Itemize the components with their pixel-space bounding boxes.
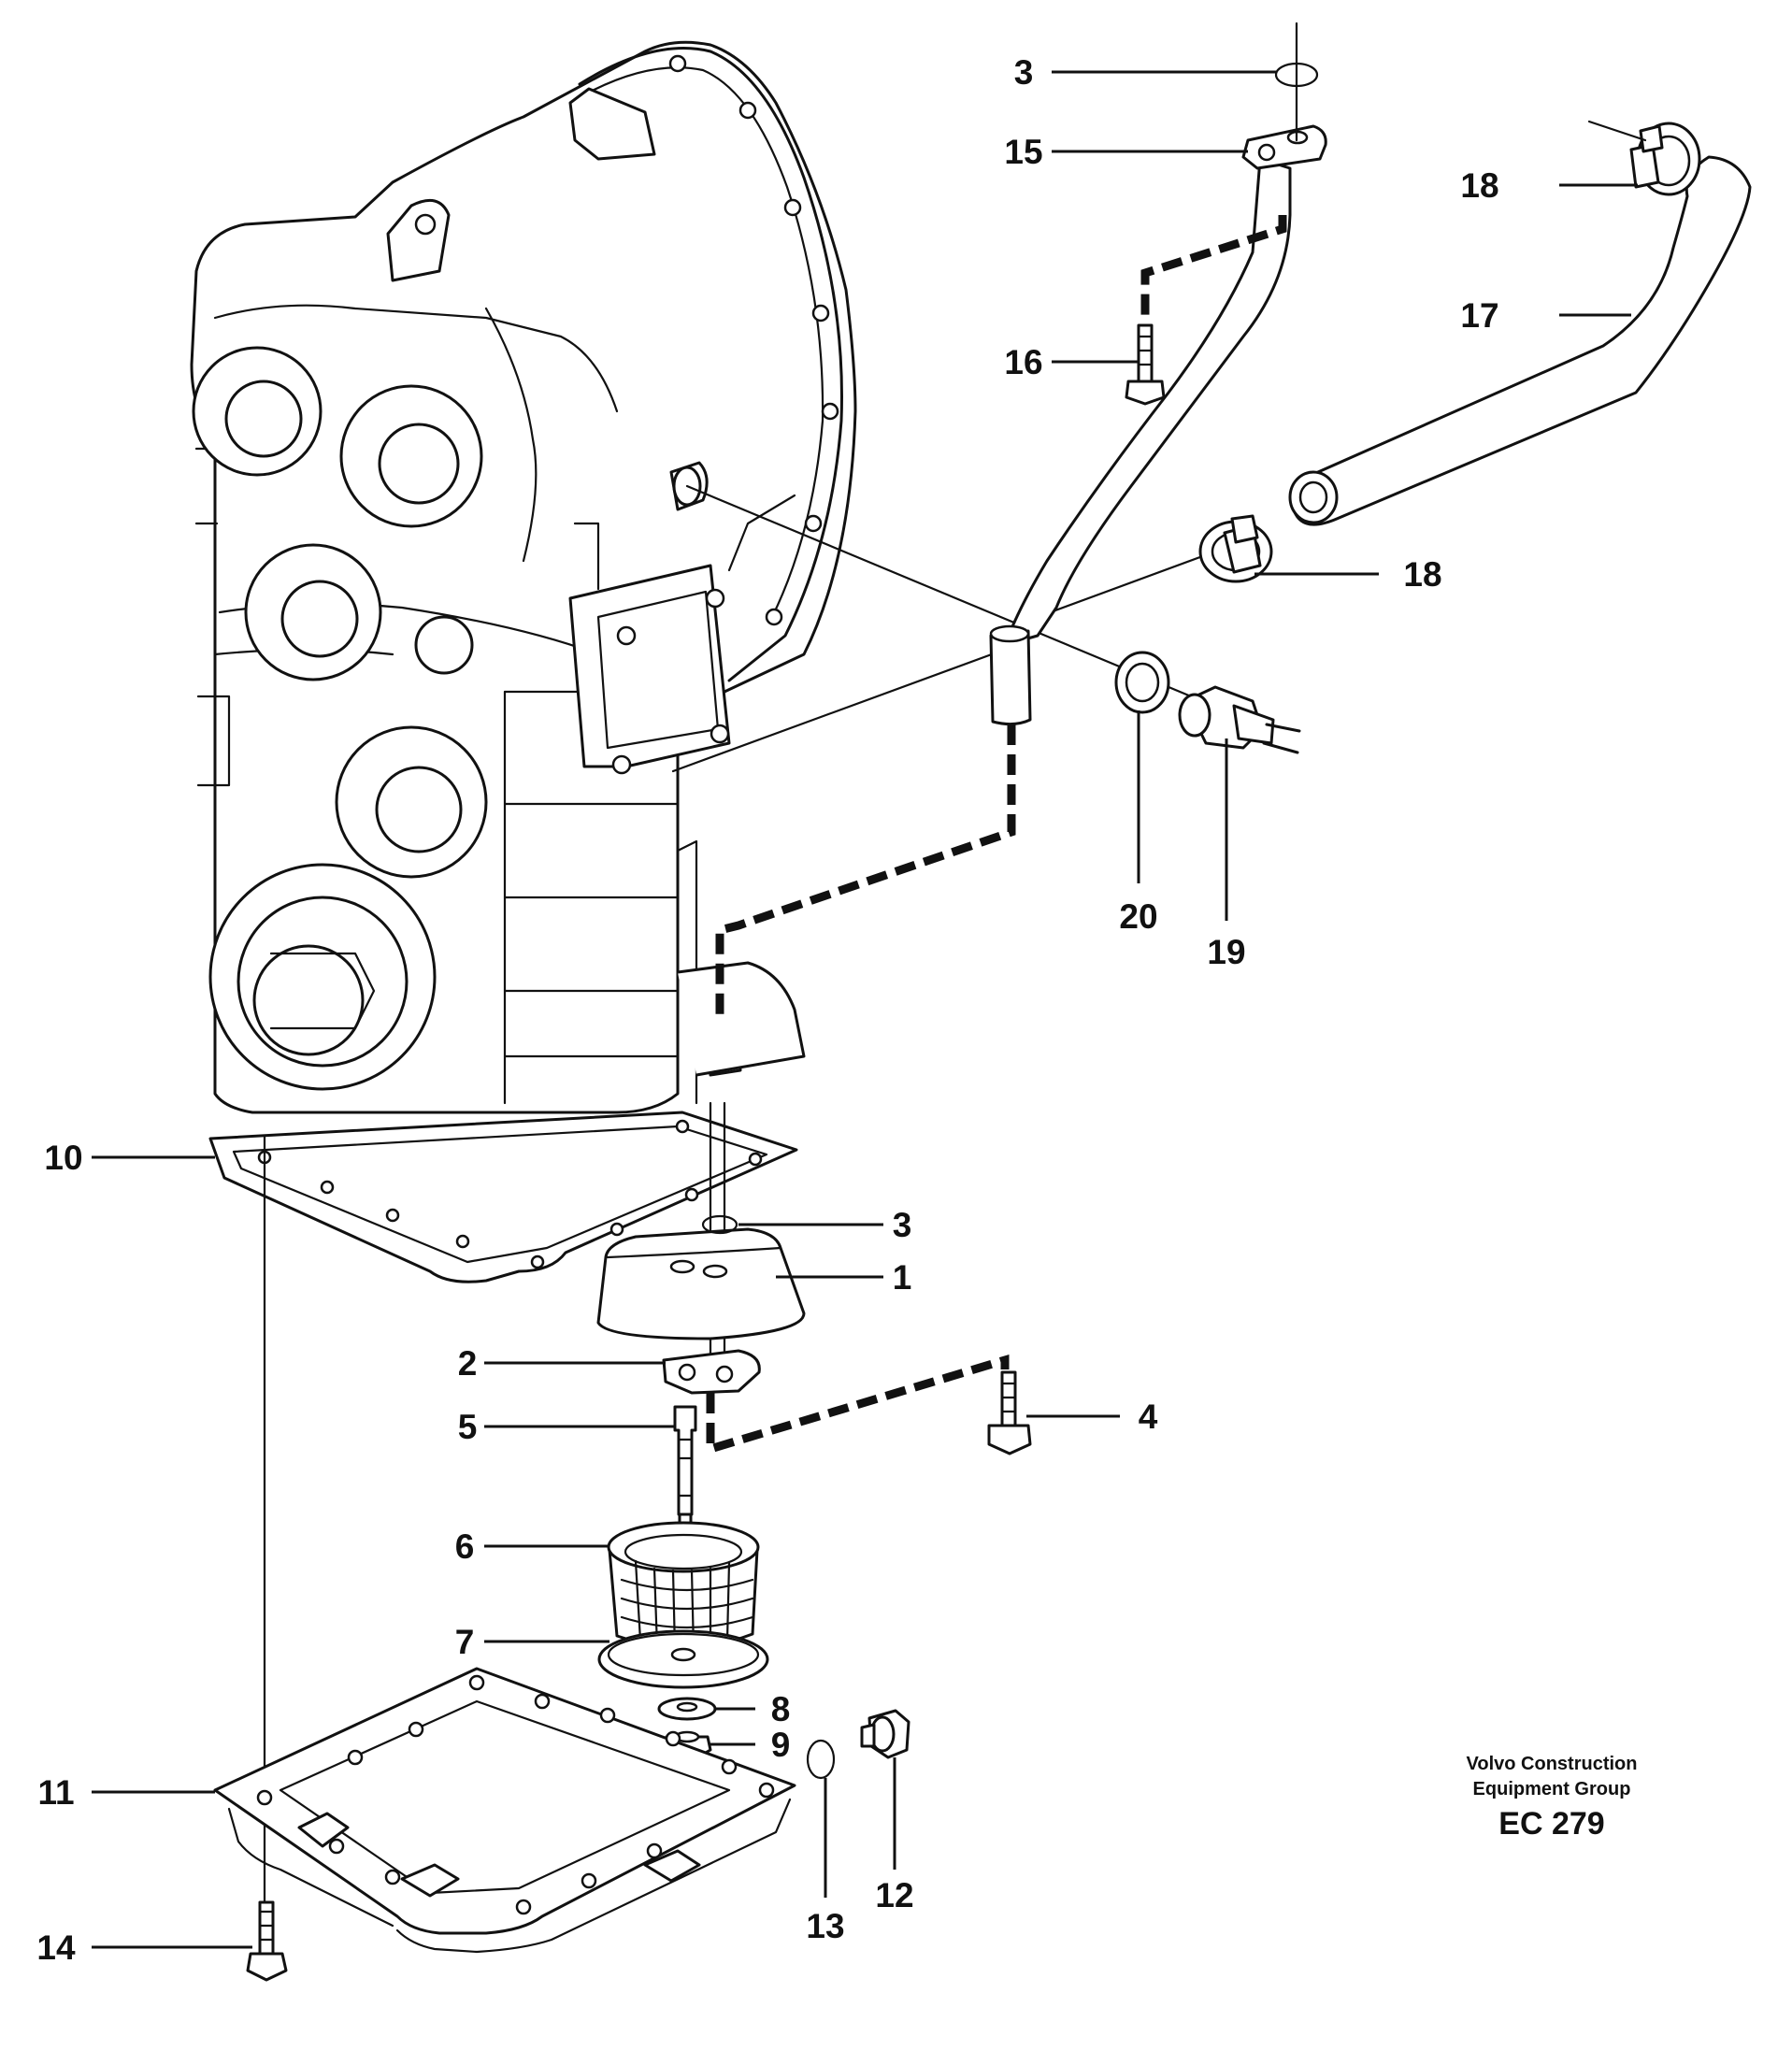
callout-2: 2 [458, 1344, 478, 1383]
part-7-seal-plate [597, 1629, 769, 1689]
callout-4: 4 [1139, 1398, 1158, 1436]
part-16-screw [1125, 323, 1166, 406]
callout-18-lower: 18 [1403, 555, 1441, 594]
callout-6: 6 [455, 1527, 475, 1566]
credit-line-2: Equipment Group [1473, 1779, 1631, 1799]
clamp-screw-axis [1587, 120, 1647, 142]
callout-3-upper: 3 [1014, 53, 1034, 92]
dashed-route-middle [715, 724, 1016, 1019]
figure-code: EC 279 [1498, 1806, 1604, 1842]
part-2-flange [662, 1349, 761, 1395]
callout-3-lower: 3 [893, 1206, 912, 1244]
callout-14: 14 [36, 1928, 76, 1967]
part-6-strainer [607, 1521, 760, 1652]
callout-7: 7 [455, 1623, 475, 1661]
part-18-clamp-upper [1629, 122, 1701, 196]
part-3-o-ring-lower [701, 1214, 738, 1235]
dashed-route-upper [1140, 215, 1287, 323]
callout-20: 20 [1119, 897, 1157, 936]
callout-11: 11 [37, 1773, 74, 1812]
transmission-housing [190, 40, 857, 1114]
hose-axis [1036, 550, 1217, 619]
callout-15: 15 [1004, 133, 1042, 171]
callout-10: 10 [44, 1139, 82, 1177]
part-13-seal [806, 1739, 836, 1780]
callout-5: 5 [458, 1408, 478, 1446]
callout-12: 12 [875, 1876, 913, 1914]
dipstick-tube [989, 157, 1292, 726]
callout-13: 13 [806, 1907, 844, 1945]
callout-19: 19 [1207, 933, 1245, 971]
credit-line-1: Volvo Construction [1467, 1754, 1638, 1774]
callout-16: 16 [1004, 343, 1042, 381]
callout-18-upper: 18 [1460, 166, 1498, 205]
part-1-cover [596, 1227, 806, 1340]
part-4-screw [987, 1370, 1032, 1455]
part-11-oil-pan [213, 1667, 796, 1954]
gasket-10 [208, 1111, 798, 1283]
part-14-bolt [246, 1900, 288, 1982]
part-12-drain-plug [860, 1709, 910, 1759]
part-15-bracket [1241, 124, 1327, 170]
part-8-washer [657, 1697, 717, 1721]
part-19-temp-sensor [1178, 685, 1301, 754]
tube-axis [671, 643, 1019, 773]
callout-17: 17 [1460, 296, 1498, 335]
dashed-route-lower [706, 1354, 1010, 1455]
callout-9: 9 [771, 1726, 791, 1764]
part-17-hose [1288, 155, 1752, 526]
part-20-washer [1114, 651, 1170, 714]
part-18-clamp-lower [1198, 514, 1273, 583]
part-5-stud [673, 1405, 697, 1535]
callout-1: 1 [893, 1258, 912, 1297]
callout-8: 8 [771, 1690, 791, 1728]
